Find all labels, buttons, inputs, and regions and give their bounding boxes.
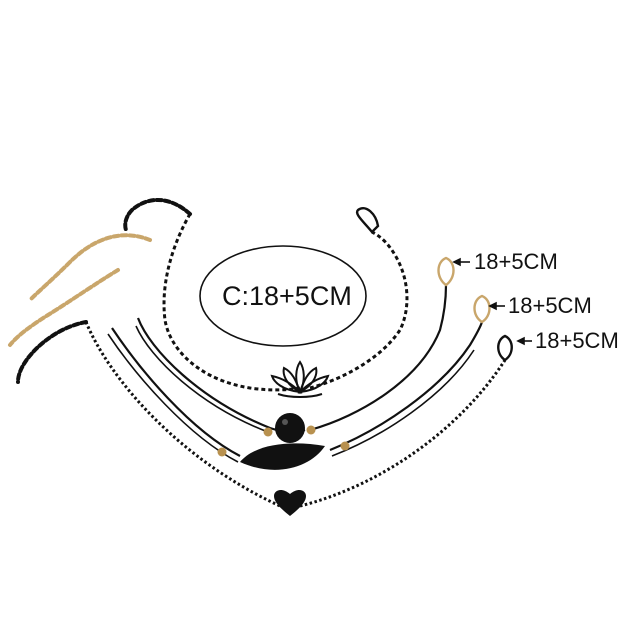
chain-bracelet (309, 230, 409, 390)
cord-bracelet-leaf (111, 327, 241, 457)
cord-bracelet-bead (136, 317, 306, 434)
cord-bracelet-bead (135, 325, 269, 433)
size-label-bracelet-3: 18+5CM (535, 328, 619, 353)
arrow-icon (452, 257, 470, 267)
gold-bead (217, 447, 227, 457)
black-bead (275, 413, 305, 443)
gold-extension-chain (8, 268, 120, 347)
cord-bracelet-bead (309, 284, 448, 432)
lobster-clasp (497, 334, 513, 362)
cord-bracelet-leaf (329, 321, 484, 452)
black-extension-chain (16, 320, 88, 384)
center-size-label: C:18+5CM (222, 281, 352, 311)
lobster-clasp (473, 294, 491, 324)
lotus-charm (270, 360, 330, 398)
lobster-clasp (355, 207, 380, 234)
size-label-bracelet-2: 18+5CM (508, 293, 592, 318)
gold-bead (340, 441, 350, 451)
arrow-icon (516, 336, 532, 346)
gold-bead (263, 427, 273, 437)
lobster-clasp (437, 256, 455, 287)
leaf-charm (240, 443, 325, 470)
heart-charm (274, 489, 306, 516)
cord-bracelet-leaf (331, 349, 475, 457)
ball-chain-bracelet (84, 321, 281, 508)
size-ellipse (199, 245, 367, 347)
gold-bead (306, 425, 316, 435)
ball-chain-bracelet (299, 359, 507, 508)
size-label-bracelet-1: 18+5CM (474, 249, 558, 274)
chain-bracelet (162, 213, 301, 392)
black-extension-chain (123, 197, 192, 232)
gold-extension-chain (28, 233, 152, 302)
black-bead-highlight (282, 419, 288, 425)
arrow-icon (488, 301, 505, 311)
